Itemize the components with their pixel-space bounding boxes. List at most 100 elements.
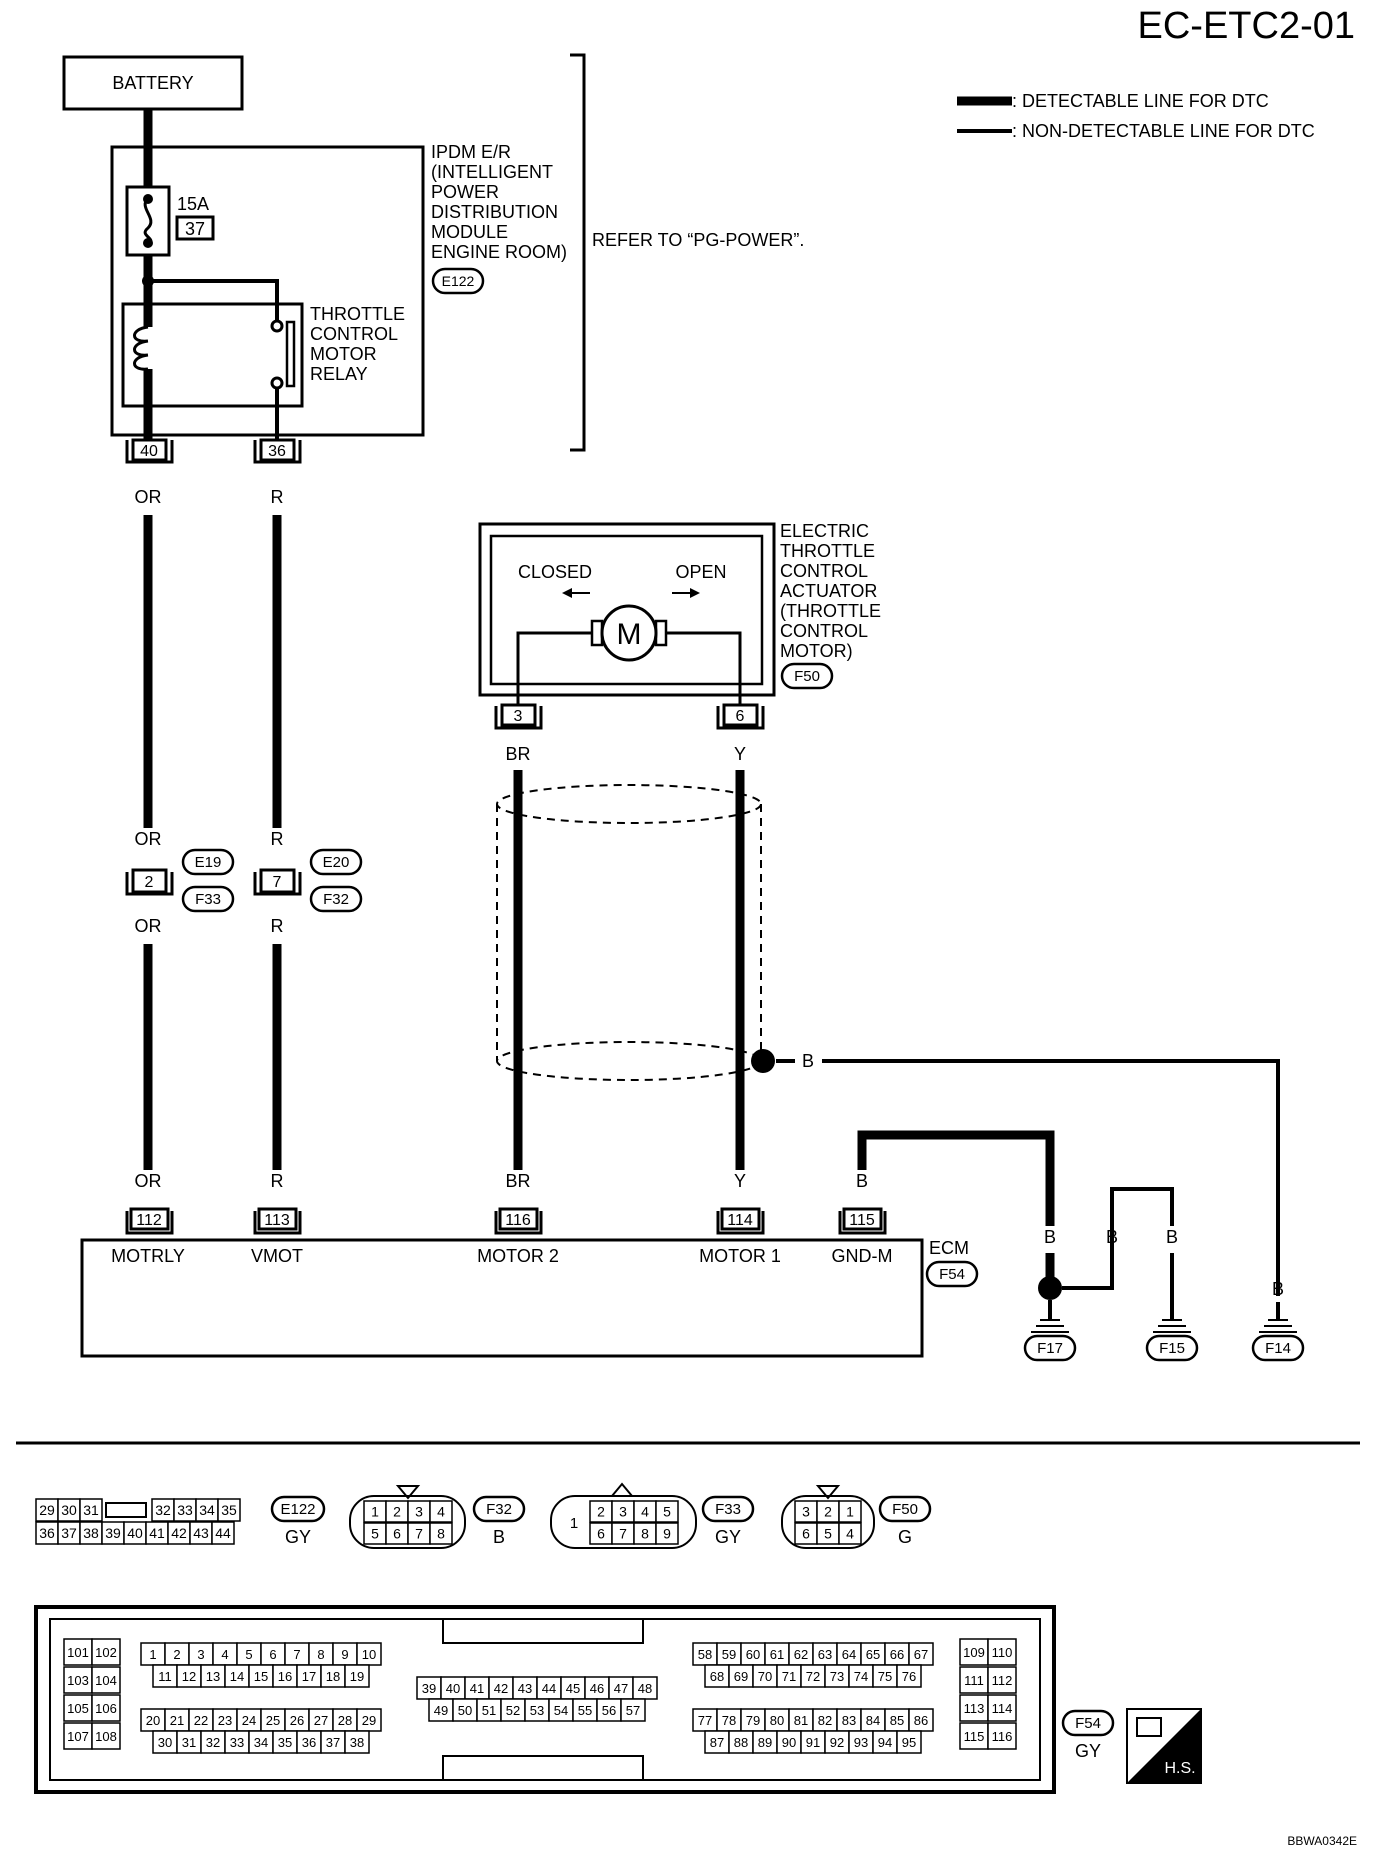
pin-cell [91, 1638, 121, 1666]
pin-number: 5 [824, 1526, 832, 1542]
svg-text:F14: F14 [1265, 1340, 1291, 1357]
svg-text:THROTTLE: THROTTLE [780, 541, 875, 561]
svg-text:Y: Y [734, 744, 746, 764]
pin-cell [987, 1722, 1017, 1750]
drawing-code: BBWA0342E [1287, 1834, 1357, 1848]
blank-slot [105, 1502, 147, 1518]
ecm-name: ECM [929, 1238, 969, 1258]
pin-number: 5 [371, 1526, 379, 1542]
pin-number: 69 [734, 1669, 748, 1684]
svg-text:7: 7 [273, 874, 282, 891]
pin-number: 21 [170, 1713, 184, 1728]
svg-text:MODULE: MODULE [431, 222, 508, 242]
pin-number: 55 [578, 1703, 592, 1718]
pin-number: 58 [698, 1647, 712, 1662]
pin-number: 115 [964, 1729, 985, 1744]
svg-text:G: G [898, 1527, 912, 1547]
actuator-pin-6: 6 [716, 703, 765, 730]
pin-number: 63 [818, 1647, 832, 1662]
pin-number: 13 [206, 1669, 220, 1684]
svg-text:MOTOR: MOTOR [310, 344, 377, 364]
pin-number: 79 [746, 1713, 760, 1728]
pin-number: 5 [245, 1647, 252, 1662]
svg-text:F15: F15 [1159, 1340, 1185, 1357]
pin-number: 22 [194, 1713, 208, 1728]
svg-text:BR: BR [505, 1171, 530, 1191]
pin-number: 41 [470, 1681, 484, 1696]
pin-number: 32 [155, 1502, 171, 1518]
pin-number: 1 [371, 1504, 379, 1520]
pin-number: 4 [641, 1504, 649, 1520]
pin-number: 3 [802, 1504, 810, 1520]
pin-cell [959, 1722, 989, 1750]
pin-number: 90 [782, 1735, 796, 1750]
svg-text:B: B [1272, 1279, 1284, 1299]
svg-text:B: B [1166, 1227, 1178, 1247]
svg-text:B: B [1106, 1227, 1118, 1247]
pin-number: 70 [758, 1669, 772, 1684]
svg-text:3: 3 [514, 708, 523, 725]
pin-number: 4 [221, 1647, 228, 1662]
svg-text:IPDM E/R: IPDM E/R [431, 142, 511, 162]
pin-number: 39 [105, 1525, 121, 1541]
pin-number: 9 [663, 1526, 671, 1542]
relay-switch-icon [285, 320, 296, 388]
pin-cell [63, 1638, 93, 1666]
svg-text:GY: GY [715, 1527, 741, 1547]
pin-number: 7 [619, 1526, 627, 1542]
pin-number: 72 [806, 1669, 820, 1684]
pin-number: 30 [61, 1502, 77, 1518]
ipdm-bracket [570, 53, 586, 452]
ecm-label-motor1: MOTOR 1 [699, 1246, 781, 1266]
svg-text:F33: F33 [195, 891, 221, 908]
pin-number: 82 [818, 1713, 832, 1728]
pin-number: 40 [127, 1525, 143, 1541]
ecm-connector: F54 [939, 1266, 965, 1283]
pin-number: 1 [570, 1515, 578, 1532]
pin-number: 27 [314, 1713, 328, 1728]
pin-number: 108 [95, 1729, 117, 1744]
svg-text:112: 112 [136, 1212, 162, 1229]
pin-number: 1 [149, 1647, 156, 1662]
pin-number: 116 [992, 1729, 1013, 1744]
pin-number: 81 [794, 1713, 808, 1728]
pin-number: 92 [830, 1735, 844, 1750]
pin-number: 77 [698, 1713, 712, 1728]
pin-number: 105 [67, 1701, 89, 1716]
svg-text:(INTELLIGENT: (INTELLIGENT [431, 162, 553, 182]
pin-number: 36 [302, 1735, 316, 1750]
pin-number: 56 [602, 1703, 616, 1718]
pin-number: 9 [341, 1647, 348, 1662]
pin-number: 41 [149, 1525, 165, 1541]
pin-cell [91, 1722, 121, 1750]
pin-number: 106 [95, 1701, 117, 1716]
svg-text:BR: BR [505, 744, 530, 764]
pin-number: 111 [964, 1673, 984, 1688]
pin-cell [79, 1498, 103, 1522]
pin-number: 16 [278, 1669, 292, 1684]
ecm-pins: 112 113 116 114 115 [125, 1207, 887, 1235]
pin-number: 30 [158, 1735, 172, 1750]
pin-number: 7 [293, 1647, 300, 1662]
svg-text:H.S.: H.S. [1164, 1760, 1195, 1777]
pin-number: 3 [197, 1647, 204, 1662]
svg-text:M: M [617, 618, 642, 651]
pin-number: 110 [992, 1645, 1013, 1660]
svg-text:113: 113 [264, 1212, 290, 1229]
pin-number: 93 [854, 1735, 868, 1750]
svg-text:Y: Y [734, 1171, 746, 1191]
pin-cell [429, 1522, 453, 1545]
pin-cell [896, 1730, 922, 1754]
fuse-amps: 15A [177, 194, 209, 214]
pin-number: 34 [199, 1502, 215, 1518]
label-open: OPEN [675, 562, 726, 582]
pin-number: 83 [842, 1713, 856, 1728]
pin-number: 38 [350, 1735, 364, 1750]
svg-text:GY: GY [285, 1527, 311, 1547]
pin-cell [655, 1522, 679, 1545]
svg-text:F32: F32 [486, 1501, 512, 1518]
pin-number: 49 [434, 1703, 448, 1718]
ecm-label-vmot: VMOT [251, 1246, 303, 1266]
